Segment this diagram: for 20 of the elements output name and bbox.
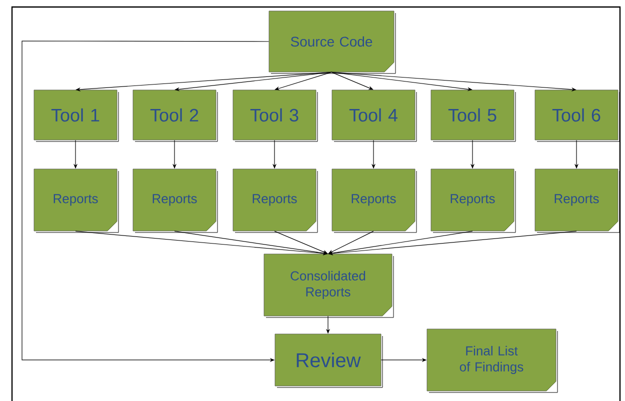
tool-box: Tool 4 bbox=[332, 90, 417, 142]
tool-box: Tool 5 bbox=[430, 90, 516, 142]
document-box: Reports bbox=[132, 168, 218, 233]
document-box: Source Code bbox=[268, 10, 396, 74]
arrow bbox=[328, 230, 374, 254]
document-box: Consolidated Reports bbox=[264, 254, 394, 318]
document-box: Reports bbox=[232, 168, 318, 233]
document-box: Final List of Findings bbox=[426, 328, 558, 393]
arrow bbox=[274, 230, 328, 254]
tool-box: Tool 6 bbox=[534, 90, 620, 142]
document-box: Reports bbox=[430, 168, 516, 233]
arrow bbox=[331, 72, 374, 90]
arrow bbox=[274, 72, 332, 90]
tool-box: Tool 2 bbox=[132, 90, 218, 142]
document-box: Reports bbox=[534, 168, 620, 233]
process-box: Review bbox=[274, 334, 383, 388]
tool-box: Tool 1 bbox=[34, 90, 119, 142]
document-box: Reports bbox=[34, 168, 119, 233]
document-box: Reports bbox=[332, 168, 417, 233]
tool-box: Tool 3 bbox=[232, 90, 318, 142]
